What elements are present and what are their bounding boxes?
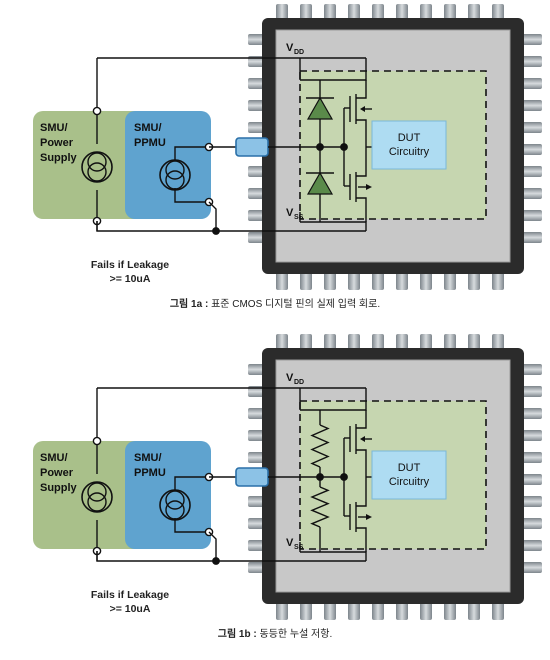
vss-label: V — [286, 207, 294, 219]
smu-ppmu-label: PPMU — [134, 137, 166, 149]
current-source-ring-inner — [87, 162, 107, 182]
wire — [356, 449, 367, 477]
resistor-upper-icon — [310, 424, 330, 468]
fail-criteria-label: Fails if Leakage — [91, 259, 169, 271]
current-source-ring-outer — [81, 481, 113, 513]
current-source-ring-outer — [81, 151, 113, 183]
pin-probe-highlight — [235, 467, 269, 487]
smu-power-supply-label: Power — [40, 137, 74, 149]
fail-criteria-label: Fails if Leakage — [91, 589, 169, 601]
smu-ppmu-label: PPMU — [134, 467, 166, 479]
arrow-head — [366, 184, 372, 190]
wire — [174, 518, 209, 533]
nmos-transistor-icon — [344, 477, 372, 552]
arrow-head — [360, 436, 365, 442]
current-source-ring-inner — [87, 482, 107, 502]
smu-ppmu-label: SMU/ — [134, 122, 162, 134]
current-source-ring-inner — [165, 160, 185, 180]
vss-subscript: SS — [294, 214, 304, 221]
wire — [356, 147, 367, 177]
dut-label: Circuitry — [389, 476, 430, 488]
current-source-ring-outer — [159, 489, 191, 521]
pin-probe-highlight — [235, 137, 269, 157]
smu-power-supply-box — [33, 441, 147, 549]
ppmu-source-icon — [159, 159, 191, 191]
arrow-head — [366, 514, 372, 520]
terminal-node — [92, 436, 102, 446]
wire — [356, 477, 367, 507]
fail-criteria-label: >= 10uA — [110, 273, 151, 285]
wire — [174, 146, 209, 161]
arrow-head — [360, 106, 365, 112]
smu-power-supply-label: Supply — [40, 482, 78, 494]
smu-power-supply-label: Supply — [40, 152, 78, 164]
smu-power-supply-label: Power — [40, 467, 74, 479]
vdd-subscript: DD — [294, 49, 304, 56]
vss-label: V — [286, 537, 294, 549]
current-source-ring-inner — [165, 500, 185, 520]
pmos-transistor-icon — [344, 410, 372, 477]
power-supply-source-icon — [81, 151, 113, 183]
dut-label: DUT — [398, 132, 421, 144]
figure-caption-text: 동등한 누설 저항. — [260, 628, 333, 640]
vdd-subscript: DD — [294, 379, 304, 386]
wire — [96, 551, 216, 562]
current-source-ring-inner — [87, 152, 107, 172]
wire — [356, 197, 367, 222]
fail-criteria-label: >= 10uA — [110, 603, 151, 615]
figure-caption-prefix: 그림 1a : — [170, 298, 211, 310]
current-source-ring-inner — [165, 170, 185, 190]
wire — [356, 527, 367, 552]
figure-caption: 그림 1a : 표준 CMOS 디지털 핀의 실제 입력 회로. — [170, 297, 380, 310]
wire — [174, 188, 209, 203]
wire — [174, 476, 209, 491]
dut-circuitry-box — [371, 450, 447, 500]
wire — [356, 80, 367, 99]
wire — [96, 221, 216, 232]
wire — [356, 119, 367, 147]
figure-caption-text: 표준 CMOS 디지털 핀의 실제 입력 회로. — [211, 297, 380, 310]
smu-ppmu-label: SMU/ — [134, 452, 162, 464]
resistor-lower-icon — [310, 486, 330, 528]
wire — [208, 531, 217, 561]
nmos-transistor-icon — [344, 147, 372, 222]
ppmu-source-icon — [159, 489, 191, 521]
dut-circuitry-box — [371, 120, 447, 170]
current-source-ring-inner — [87, 492, 107, 512]
current-source-ring-inner — [165, 490, 185, 510]
figure-caption: 그림 1b : 동등한 누설 저항. — [218, 628, 333, 640]
terminal-node — [92, 106, 102, 116]
pmos-transistor-icon — [344, 80, 372, 147]
vdd-label: V — [286, 42, 294, 54]
power-supply-source-icon — [81, 481, 113, 513]
vss-subscript: SS — [294, 544, 304, 551]
figure-caption-prefix: 그림 1b : — [218, 628, 260, 640]
current-source-ring-outer — [159, 159, 191, 191]
vdd-label: V — [286, 372, 294, 384]
dut-label: DUT — [398, 462, 421, 474]
smu-power-supply-label: SMU/ — [40, 452, 68, 464]
wire — [208, 201, 217, 231]
wire — [356, 410, 367, 429]
smu-power-supply-label: SMU/ — [40, 122, 68, 134]
dut-label: Circuitry — [389, 146, 430, 158]
smu-power-supply-box — [33, 111, 147, 219]
